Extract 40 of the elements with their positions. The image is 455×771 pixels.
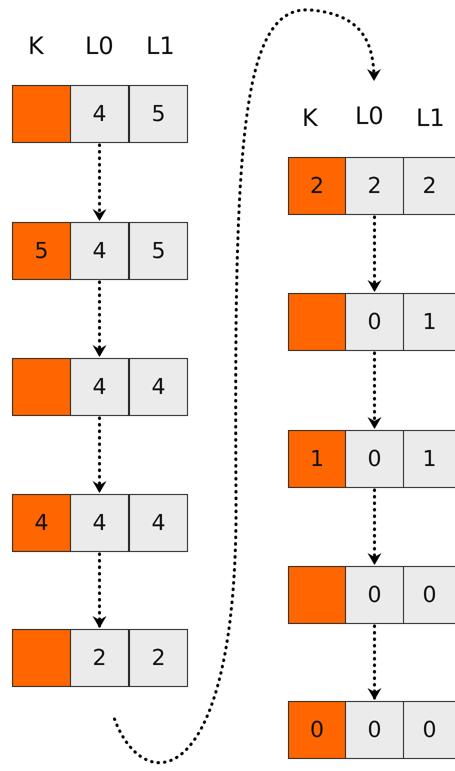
- column-header: L0: [85, 32, 114, 60]
- column-header: L0: [355, 102, 384, 130]
- value-cell: 4: [70, 85, 129, 143]
- value-cell: 4: [70, 222, 129, 280]
- value-cell: 2: [403, 157, 455, 215]
- value-cell: 1: [403, 293, 455, 351]
- dotted-arrow: [92, 416, 106, 494]
- value-cell: 2: [345, 157, 404, 215]
- value-cell: 4: [129, 358, 188, 416]
- column-header: L1: [416, 104, 445, 132]
- dotted-arrow: [92, 552, 106, 628]
- value-cell: 4: [129, 494, 188, 552]
- value-cell: 5: [12, 222, 71, 280]
- value-cell: 0: [345, 701, 404, 759]
- value-cell: 5: [129, 85, 188, 143]
- dotted-arrow: [113, 8, 381, 764]
- value-cell: 0: [345, 293, 404, 351]
- value-cell: 0: [288, 701, 346, 759]
- dotted-arrow: [92, 280, 106, 358]
- value-cell: 2: [129, 629, 188, 687]
- value-cell: 1: [403, 430, 455, 488]
- dotted-arrow: [368, 624, 382, 700]
- value-cell: 5: [129, 222, 188, 280]
- dotted-arrow: [92, 144, 106, 222]
- dotted-arrow: [368, 488, 382, 566]
- value-cell: 0: [345, 430, 404, 488]
- value-cell: 4: [70, 494, 129, 552]
- value-cell: 4: [12, 494, 71, 552]
- value-cell: 4: [70, 358, 129, 416]
- column-header: L1: [146, 32, 175, 60]
- value-cell: 0: [403, 701, 455, 759]
- dotted-arrow: [368, 352, 382, 430]
- value-cell: 2: [70, 629, 129, 687]
- value-cell: 0: [403, 566, 455, 624]
- column-header: K: [28, 32, 44, 60]
- column-header: K: [302, 104, 318, 132]
- value-cell: 1: [288, 430, 346, 488]
- value-cell: 2: [288, 157, 346, 215]
- value-cell: 0: [345, 566, 404, 624]
- dotted-arrow: [368, 216, 382, 292]
